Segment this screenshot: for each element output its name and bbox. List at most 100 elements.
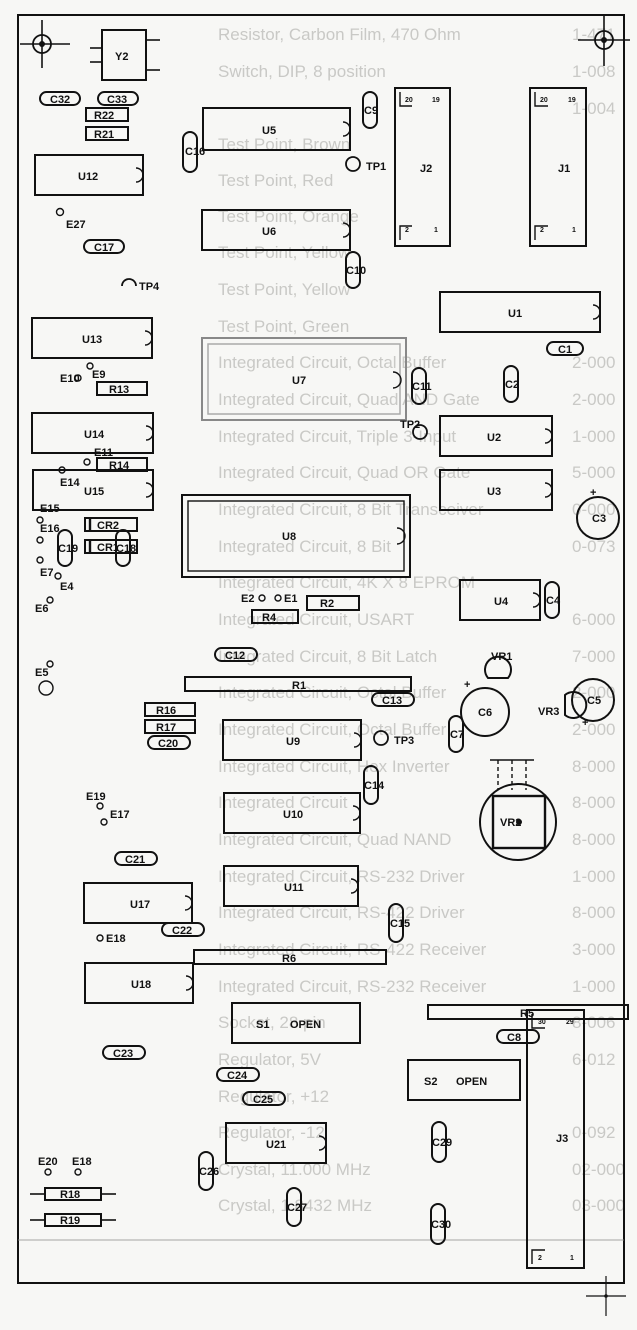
ic-u21: U21: [225, 1122, 327, 1164]
pin-label: 30: [538, 1019, 546, 1026]
ic-u7: U7: [201, 337, 407, 421]
ghost-line: Integrated Circuit, RS-232 Receiver: [218, 977, 487, 996]
ref-E15: E15: [40, 503, 60, 515]
resistor-r14: R14: [96, 457, 148, 472]
ref-C4: C4: [546, 595, 561, 607]
pad-e11: E11: [83, 447, 113, 466]
ref-R19: R19: [60, 1215, 80, 1227]
ref-E1: E1: [284, 593, 297, 605]
testpoint-tp4: TP4: [121, 278, 160, 293]
ic-u8: U8: [181, 494, 411, 578]
ghost-number: 03-000: [572, 1196, 625, 1215]
ref-C18: C18: [116, 543, 136, 555]
capacitor-c18: C18: [115, 529, 136, 567]
ref-U14: U14: [84, 429, 105, 441]
pad-e4: E4: [54, 572, 74, 593]
pad-e27: E27: [55, 207, 86, 231]
ref-J1: J1: [558, 163, 570, 175]
ghost-line: Integrated Circuit, Hex Inverter: [218, 757, 450, 776]
ref-C19: C19: [58, 543, 78, 555]
ic-u2: U2: [439, 415, 553, 457]
ghost-number: 7-000: [572, 647, 615, 666]
pad-e7: E7: [36, 556, 53, 579]
connector-j2: 20 19 2 1 J2: [394, 87, 451, 247]
ghost-line: Resistor, Carbon Film, 470 Ohm: [218, 25, 461, 44]
ref-J2: J2: [420, 163, 432, 175]
ref-C9: C9: [364, 105, 378, 117]
capacitor-c21: C21: [114, 851, 158, 866]
ref-U9: U9: [286, 736, 300, 748]
capacitor-c13: C13: [371, 692, 415, 707]
ref-R16: R16: [156, 705, 176, 717]
pin-label: 2: [540, 227, 544, 234]
ref-E10: E10: [60, 373, 80, 385]
capacitor-c6: C6 +: [460, 679, 510, 737]
capacitor-c14: C14: [363, 765, 385, 805]
resistor-r19: R19: [30, 1213, 116, 1227]
switch-open-label: OPEN: [456, 1076, 487, 1088]
ghost-line: Integrated Circuit: [218, 793, 348, 812]
ghost-line: Crystal, 11.000 MHz: [218, 1160, 371, 1179]
resistor-r17: R17: [144, 719, 196, 734]
pad-e20: E20: [38, 1156, 58, 1176]
ref-C2: C2: [505, 379, 519, 391]
ref-U18: U18: [131, 979, 151, 991]
ghost-line: Integrated Circuit, Triple 3-Input: [218, 427, 456, 446]
ghost-line: Crystal, 1.8432 MHz: [218, 1196, 372, 1215]
ref-R2: R2: [320, 598, 334, 610]
ic-u12: U12: [34, 154, 144, 196]
ic-u17: U17: [83, 882, 193, 924]
ref-C15: C15: [390, 918, 410, 930]
ref-E11: E11: [94, 447, 113, 459]
ref-E17: E17: [110, 809, 130, 821]
ghost-line: Regulator, -12: [218, 1123, 325, 1142]
ref-C14: C14: [364, 780, 385, 792]
ref-C30: C30: [431, 1219, 451, 1231]
ref-U8: U8: [282, 531, 296, 543]
ref-E18b: E18: [72, 1156, 92, 1168]
ghost-line: Test Point, Brown: [218, 135, 350, 154]
ic-u13: U13: [31, 317, 153, 359]
testpoint-tp3: TP3: [373, 730, 414, 747]
ref-CR2: CR2: [97, 520, 119, 532]
capacitor-c24: C24: [216, 1067, 260, 1082]
ref-R5: R5: [520, 1008, 534, 1020]
ic-u14: U14: [31, 412, 154, 454]
ref-C29: C29: [432, 1137, 452, 1149]
ghost-number: 6-000: [572, 610, 615, 629]
ghost-line: Integrated Circuit, Octal Buffer: [218, 720, 447, 739]
capacitor-c20: C20: [147, 735, 191, 750]
ghost-number: 8-000: [572, 830, 615, 849]
testpoint-tp1: TP1: [345, 156, 386, 173]
capacitor-c23: C23: [102, 1045, 146, 1060]
ghost-number: 6-012: [572, 1050, 615, 1069]
ref-U6: U6: [262, 226, 276, 238]
ref-R14: R14: [109, 460, 130, 472]
capacitor-c19: C19: [57, 529, 78, 567]
capacitor-c16: C16: [182, 131, 205, 173]
capacitor-c25: C25: [242, 1091, 286, 1106]
ref-R22: R22: [94, 110, 114, 122]
dip-switch-s2: S2 OPEN: [407, 1059, 521, 1101]
capacitor-c12: C12: [214, 647, 258, 662]
ghost-line: Integrated Circuit, 8 Bit Transceiver: [218, 500, 484, 519]
resistor-r5: R5: [427, 1004, 629, 1020]
ref-J3: J3: [556, 1133, 568, 1145]
regulator-vr2: VR2: [479, 759, 557, 861]
ref-C26: C26: [199, 1166, 219, 1178]
ref-C13: C13: [382, 695, 402, 707]
resistor-r16: R16: [144, 702, 196, 717]
ref-C17: C17: [94, 242, 114, 254]
capacitor-c3: C3 +: [576, 487, 620, 540]
pin-label: 19: [432, 97, 440, 104]
pad-e15: E15: [36, 503, 60, 524]
ghost-number: 1-000: [572, 427, 615, 446]
ghost-line: Integrated Circuit, Quad AND Gate: [218, 390, 480, 409]
capacitor-c7: C7: [448, 715, 464, 753]
ghost-number: 2-000: [572, 353, 615, 372]
pad-e16: E16: [36, 523, 60, 544]
ref-E27: E27: [66, 219, 86, 231]
capacitor-c9: C9: [362, 91, 378, 129]
ref-U3: U3: [487, 486, 501, 498]
switch-open-label: OPEN: [290, 1019, 321, 1031]
